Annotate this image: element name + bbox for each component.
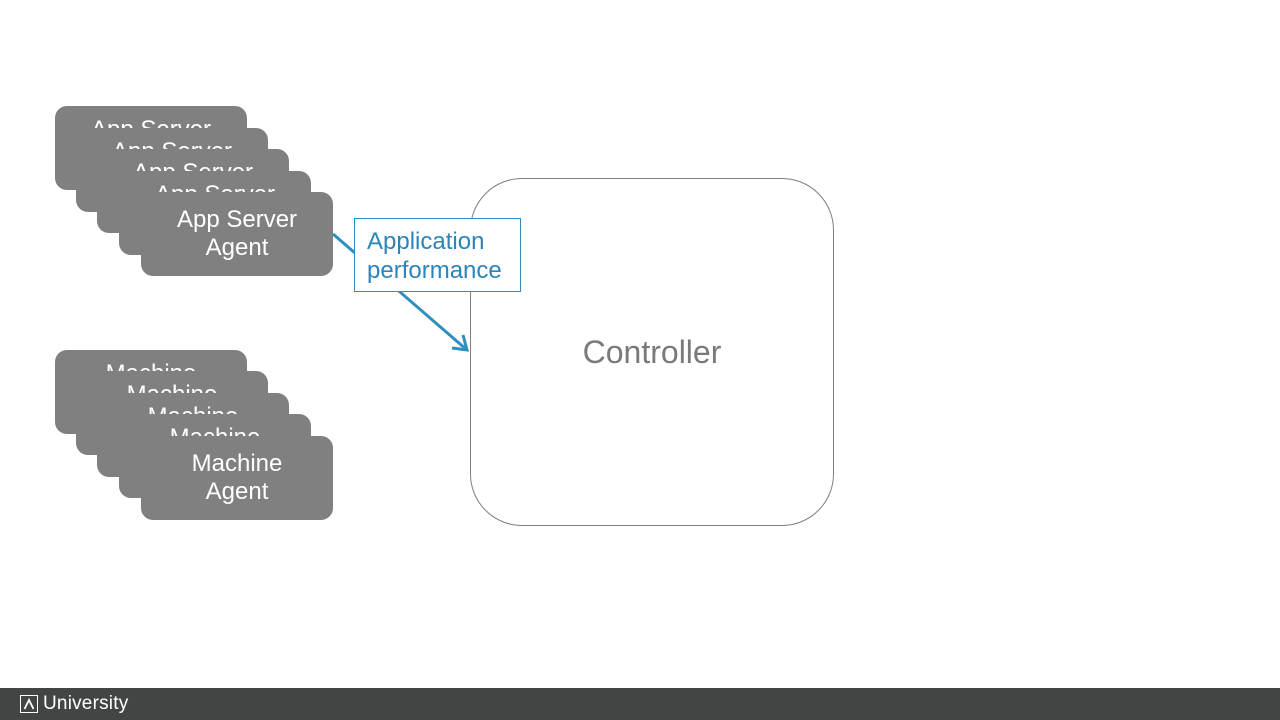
brand-text: University [43, 693, 129, 714]
footer-bar: University [0, 688, 1280, 720]
connection-arrow-head [451, 334, 470, 352]
app-server-agent-card-front: App Server Agent [141, 192, 333, 276]
connection-label-box: Application performance [354, 218, 521, 292]
controller-label: Controller [582, 333, 722, 370]
connection-label: Application performance [367, 228, 502, 284]
brand-logo-icon [20, 695, 38, 713]
machine-agent-label: Machine Agent [191, 450, 283, 505]
controller-box: Controller [470, 178, 834, 526]
app-server-agent-label: App Server Agent [176, 206, 298, 261]
machine-agent-card-front: Machine Agent [141, 436, 333, 520]
